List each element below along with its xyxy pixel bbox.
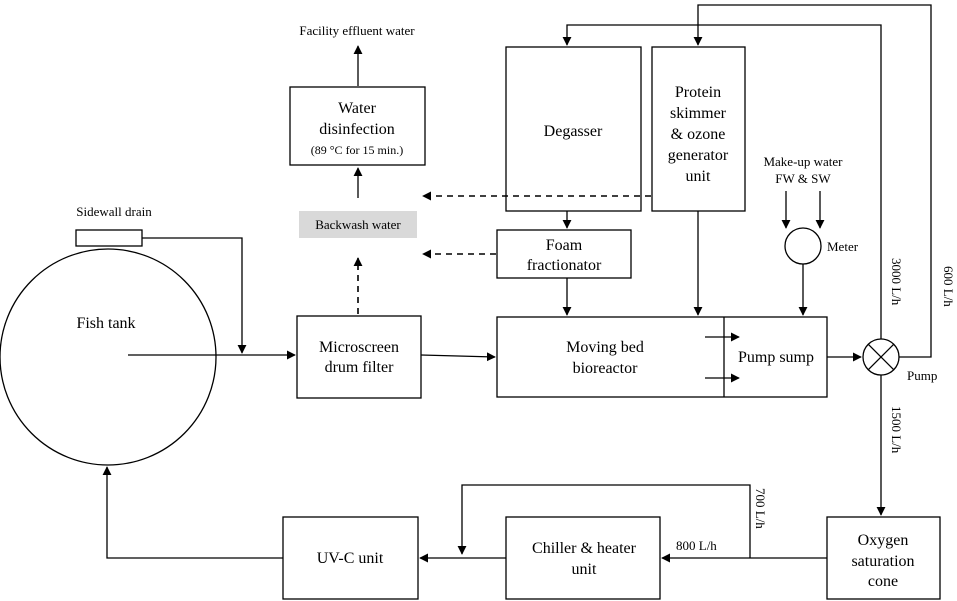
flow-3000-label: 3000 L/h xyxy=(889,258,904,306)
protein-skimmer-ozone-unit: Protein skimmer & ozone generator unit xyxy=(651,46,746,212)
protein-skimmer-label-4: generator xyxy=(668,147,729,164)
sidewall-drain: Sidewall drain xyxy=(75,204,152,247)
oxygen-label-3: cone xyxy=(868,573,898,590)
microscreen-drum-filter: Microscreen drum filter xyxy=(296,315,422,399)
disinfection-label-1: Water xyxy=(338,100,376,117)
disinfection-label-2: disinfection xyxy=(319,121,395,138)
chiller-heater-unit: Chiller & heater unit xyxy=(505,516,661,600)
sidewall-drain-label: Sidewall drain xyxy=(76,204,152,219)
bioreactor-label-2: bioreactor xyxy=(573,360,639,377)
meter-label: Meter xyxy=(827,239,859,254)
foam-label-1: Foam xyxy=(546,237,583,254)
pump-label: Pump xyxy=(907,368,937,383)
oxygen-label-2: saturation xyxy=(851,553,914,570)
fish-tank: Fish tank xyxy=(0,248,217,466)
backwash-label: Backwash water xyxy=(315,217,401,232)
makeup-water-label-1: Make-up water xyxy=(763,154,843,169)
flow-1500-label: 1500 L/h xyxy=(889,406,904,454)
pump-sump-label: Pump sump xyxy=(738,349,814,366)
facility-effluent-label: Facility effluent water xyxy=(299,23,415,38)
pump: Pump xyxy=(862,338,937,383)
protein-skimmer-label-5: unit xyxy=(686,168,711,185)
flow-600-label: 600 L/h xyxy=(941,266,956,307)
chiller-label-2: unit xyxy=(572,561,597,578)
moving-bed-bioreactor: Moving bed bioreactor xyxy=(496,316,828,398)
flow-700-label: 700 L/h xyxy=(753,488,768,529)
bioreactor-label-1: Moving bed xyxy=(566,339,644,356)
oxygen-saturation-cone: Oxygen saturation cone xyxy=(826,516,941,600)
microscreen-label-1: Microscreen xyxy=(319,339,399,356)
degasser: Degasser xyxy=(505,46,642,212)
fish-tank-label: Fish tank xyxy=(76,315,135,332)
water-disinfection: Water disinfection (89 °C for 15 min.) xyxy=(289,86,426,166)
backwash-water: Backwash water xyxy=(299,211,417,238)
microscreen-label-2: drum filter xyxy=(325,359,395,376)
disinfection-label-3: (89 °C for 15 min.) xyxy=(311,143,403,157)
oxygen-label-1: Oxygen xyxy=(858,532,909,549)
protein-skimmer-label-2: skimmer xyxy=(670,105,727,122)
foam-label-2: fractionator xyxy=(527,257,602,274)
degasser-label: Degasser xyxy=(544,123,603,140)
meter: Meter xyxy=(784,227,859,265)
foam-fractionator: Foam fractionator xyxy=(496,229,632,279)
flow-800-label: 800 L/h xyxy=(676,538,717,553)
protein-skimmer-label-1: Protein xyxy=(675,84,721,101)
chiller-label-1: Chiller & heater xyxy=(532,540,637,557)
uvc-unit: UV-C unit xyxy=(282,516,419,600)
makeup-water-label-2: FW & SW xyxy=(775,171,831,186)
protein-skimmer-label-3: & ozone xyxy=(671,126,726,143)
flow-lines xyxy=(102,4,932,563)
uvc-label: UV-C unit xyxy=(317,550,384,567)
